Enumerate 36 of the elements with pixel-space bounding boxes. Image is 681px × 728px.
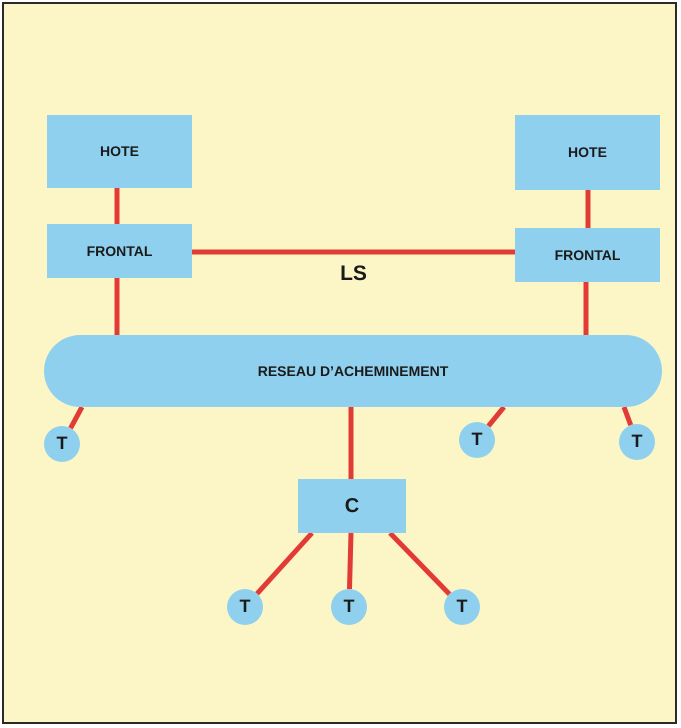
connector-line: [584, 282, 588, 335]
connector-line: [346, 532, 354, 590]
connector-line: [114, 278, 120, 335]
node-box: [298, 479, 406, 533]
node-label: T: [456, 595, 468, 618]
node-label: T: [56, 432, 68, 456]
node-label: HOTE: [100, 142, 139, 161]
terminal-circle: [444, 589, 480, 625]
node-label: FRONTAL: [86, 242, 152, 260]
connector-line: [388, 531, 452, 596]
connector-line: [192, 250, 515, 254]
node-label: HOTE: [568, 143, 607, 162]
node-label: FRONTAL: [554, 246, 620, 264]
connector-line: [586, 190, 590, 228]
node-box: [515, 228, 660, 282]
connector-line: [486, 405, 506, 428]
terminal-circle: [331, 589, 367, 625]
node-label: T: [472, 428, 482, 452]
connector-line: [255, 531, 314, 596]
node-label: T: [344, 595, 354, 618]
node-label: C: [344, 494, 360, 519]
node-label: T: [632, 430, 642, 454]
node-label: T: [240, 595, 250, 618]
connector-line: [68, 406, 84, 430]
node-box: [47, 224, 192, 278]
connector-line: [348, 407, 354, 479]
terminal-circle: [44, 426, 80, 462]
terminal-circle: [227, 589, 263, 625]
edge-label: LS: [340, 262, 367, 286]
node-label: RESEAU D’ACHEMINEMENT: [256, 362, 450, 380]
connector-line: [622, 406, 634, 426]
node-box: [47, 115, 192, 188]
node-box: [515, 115, 660, 190]
connector-line: [114, 188, 120, 224]
terminal-circle: [459, 422, 495, 458]
terminal-circle: [619, 424, 655, 460]
